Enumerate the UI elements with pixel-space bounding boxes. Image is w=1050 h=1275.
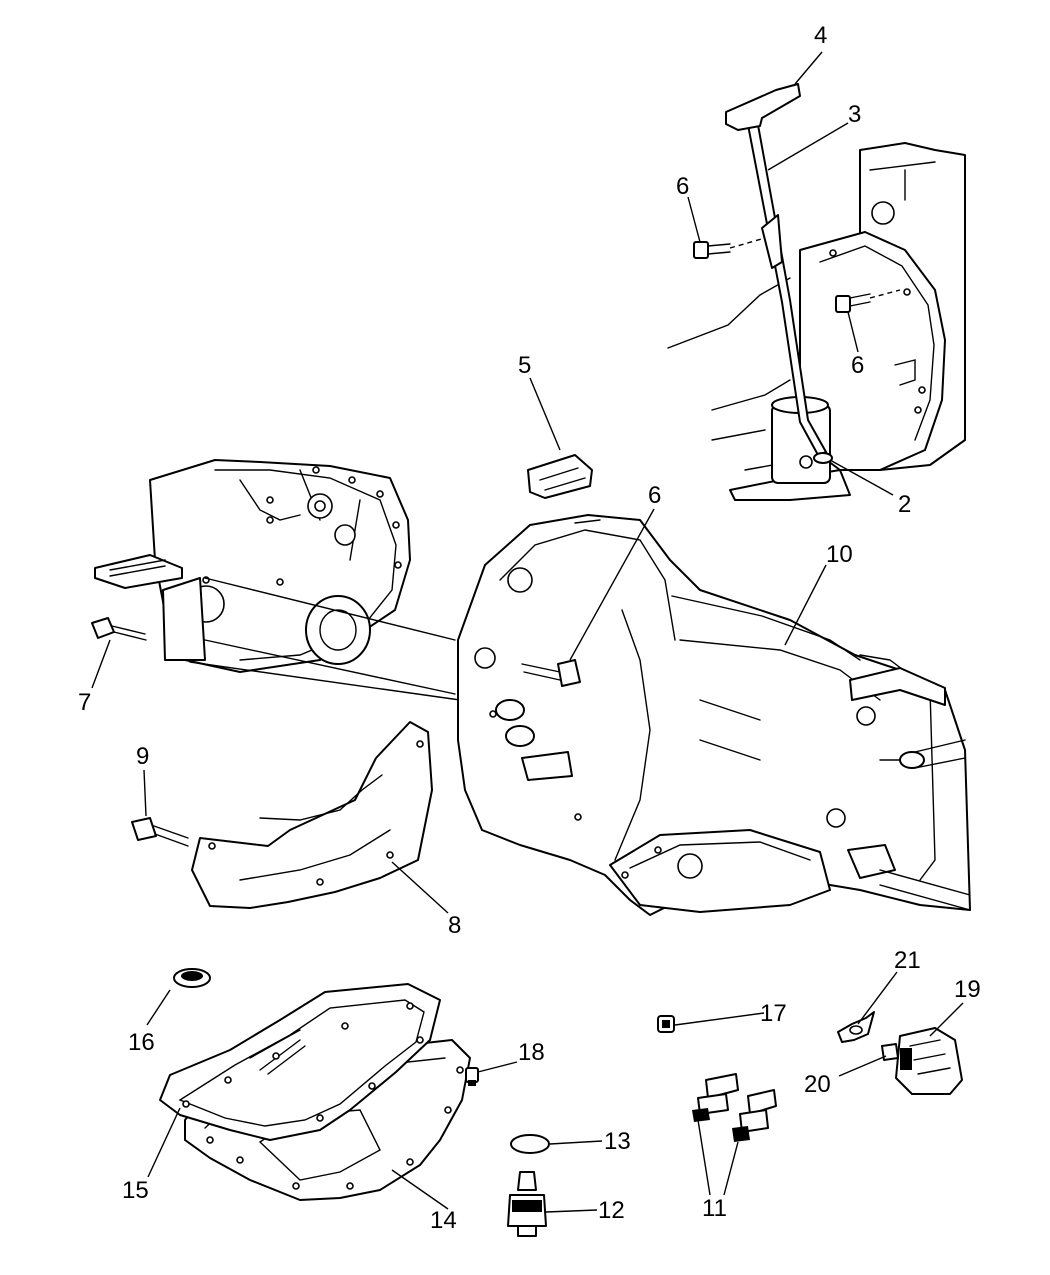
washer: [510, 1134, 550, 1154]
dipstick-tube: [747, 124, 827, 456]
callout-13: 13: [604, 1128, 631, 1155]
fitting-left: [692, 1073, 739, 1122]
screw: [465, 1067, 479, 1086]
converter-housing: [94, 459, 461, 701]
callout-6-center: 6: [648, 482, 661, 509]
callout-17: 17: [760, 1000, 787, 1027]
callout-14: 14: [430, 1207, 457, 1234]
callout-18: 18: [518, 1039, 545, 1066]
callout-21: 21: [894, 947, 921, 974]
case-bolt: [521, 659, 581, 687]
fitting-right: [732, 1089, 777, 1142]
callout-11: 11: [702, 1195, 727, 1222]
sensor: [507, 1171, 547, 1237]
callout-20: 20: [804, 1071, 831, 1098]
callout-10: 10: [826, 541, 853, 568]
callout-6-right: 6: [851, 352, 864, 379]
tube-seal: [813, 452, 833, 464]
leader-lines: [91, 51, 964, 1213]
callout-4: 4: [814, 22, 827, 49]
callout-3: 3: [848, 101, 861, 128]
housing-bolt: [91, 617, 147, 641]
callout-16: 16: [128, 1029, 155, 1056]
bolt-right: [835, 289, 901, 313]
callout-8: 8: [448, 912, 461, 939]
callout-5: 5: [518, 352, 531, 379]
callout-7: 7: [78, 689, 91, 716]
dipstick-assembly: [667, 83, 966, 501]
callout-19: 19: [954, 976, 981, 1003]
callouts: 2 3 4 5 6 6 6 7 8 9 10 11 12 13 14 15 16…: [78, 22, 981, 1234]
transmission-upper-outline: [667, 142, 966, 501]
callout-15: 15: [122, 1177, 149, 1204]
tube-bracket: [761, 214, 783, 269]
transmission-case: [457, 514, 971, 916]
callout-2: 2: [898, 491, 911, 518]
plug: [173, 968, 211, 988]
pan-gasket: [159, 983, 441, 1141]
callout-9: 9: [136, 743, 149, 770]
callout-6-upper: 6: [676, 173, 689, 200]
bushing: [527, 454, 593, 499]
dust-shield: [191, 721, 433, 909]
connector: [881, 1043, 899, 1061]
solenoid: [895, 1027, 963, 1095]
bolt-upper: [693, 237, 766, 259]
callout-12: 12: [598, 1197, 625, 1224]
clip: [657, 1015, 675, 1033]
dipstick-handle: [725, 83, 801, 131]
retainer: [837, 1011, 875, 1043]
shield-bolt: [131, 817, 189, 847]
